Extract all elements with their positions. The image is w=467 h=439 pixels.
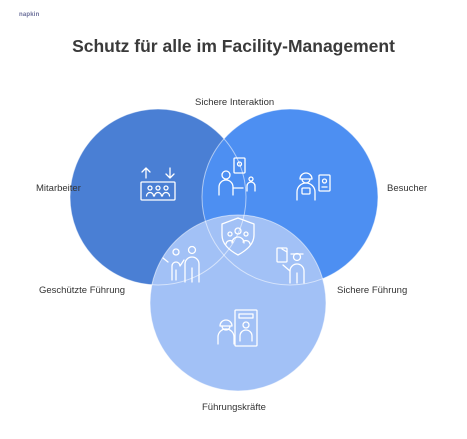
doorway-pair-icon xyxy=(217,309,258,347)
escort-guide-icon xyxy=(276,247,305,284)
team-shield-icon xyxy=(221,217,255,256)
label-sichere-fuehrung: Sichere Führung xyxy=(337,285,408,296)
label-sichere-interaktion: Sichere Interaktion xyxy=(195,97,275,108)
page-title: Schutz für alle im Facility-Management xyxy=(72,36,395,56)
label-besucher: Besucher xyxy=(387,183,428,194)
circle-outline-mitarbeiter xyxy=(69,108,247,286)
group-elevator-icon xyxy=(140,167,176,201)
badge-handover-icon xyxy=(218,157,256,196)
circle-outline-besucher xyxy=(201,108,379,286)
brand-logo: napkin xyxy=(19,12,40,18)
circle-outline-fuehrungskraefte xyxy=(149,214,327,392)
label-geschuetzte-fuehrung: Geschützte Führung xyxy=(39,285,126,296)
visitor-id-icon xyxy=(296,172,331,201)
protected-team-icon xyxy=(162,245,200,283)
label-fuehrungskraefte: Führungskräfte xyxy=(202,402,266,413)
label-mitarbeiter: Mitarbeiter xyxy=(36,183,81,194)
circle-fuehrungskraefte xyxy=(150,215,326,391)
